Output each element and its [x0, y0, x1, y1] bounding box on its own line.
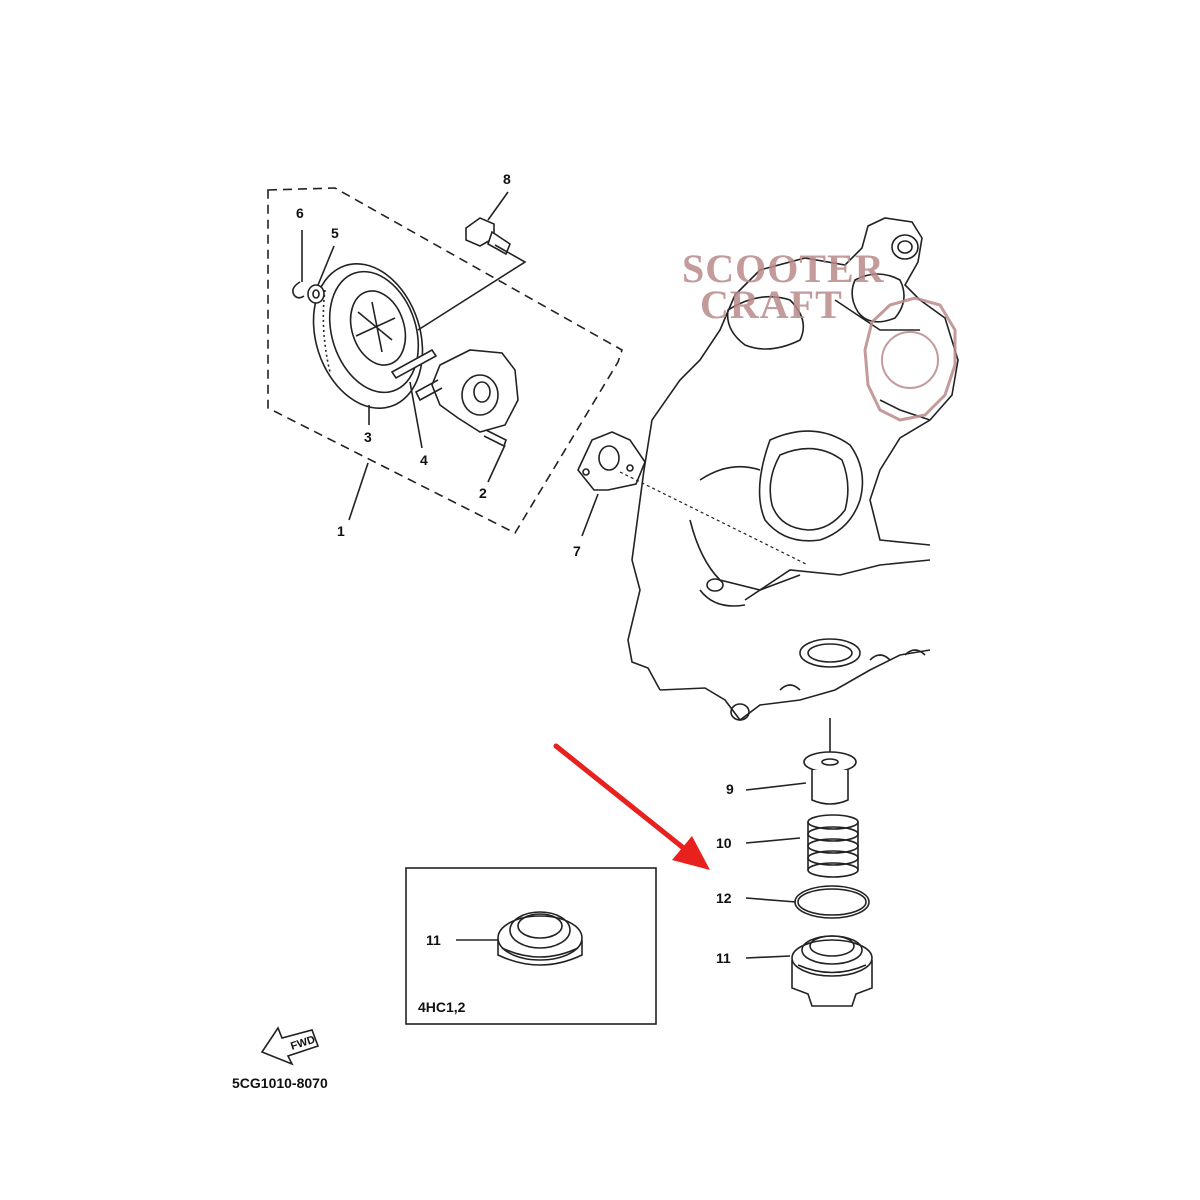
- fwd-arrow-icon: FWD: [260, 1026, 320, 1066]
- callout-8: 8: [503, 171, 511, 187]
- highlight-arrow: [553, 743, 710, 870]
- callout-2: 2: [479, 485, 487, 501]
- callout-11-inset: 11: [426, 932, 441, 948]
- leader-lines: [301, 191, 831, 959]
- callout-7: 7: [573, 543, 581, 559]
- callout-1: 1: [337, 523, 345, 539]
- washer: [307, 284, 325, 304]
- callout-6: 6: [296, 205, 304, 221]
- o-ring: [794, 885, 870, 919]
- callout-3: 3: [364, 429, 372, 445]
- pump-bolt: [465, 217, 511, 256]
- callout-11: 11: [716, 950, 731, 966]
- pump-gasket: [577, 431, 646, 491]
- inset-box: [405, 867, 657, 1025]
- pump-assembly-outline: [267, 187, 623, 535]
- pump-body: [414, 349, 519, 448]
- circlip: [292, 281, 305, 299]
- watermark-line2: CRAFT: [700, 282, 843, 327]
- diagram-code: 5CG1010-8070: [232, 1075, 328, 1091]
- spring: [807, 814, 859, 878]
- callout-4: 4: [420, 452, 428, 468]
- drain-cap: [791, 935, 873, 1007]
- watermark-line1: SCOOTER: [682, 246, 885, 291]
- watermark-logo: SCOOTER CRAFT: [682, 246, 957, 422]
- pump-pin: [390, 348, 438, 380]
- inset-label: 4HC1,2: [418, 999, 466, 1015]
- callout-12: 12: [716, 890, 732, 906]
- callout-5: 5: [331, 225, 339, 241]
- callout-9: 9: [726, 781, 734, 797]
- strainer-plug: [803, 751, 857, 805]
- callout-10: 10: [716, 835, 732, 851]
- inset-cap: [497, 911, 583, 966]
